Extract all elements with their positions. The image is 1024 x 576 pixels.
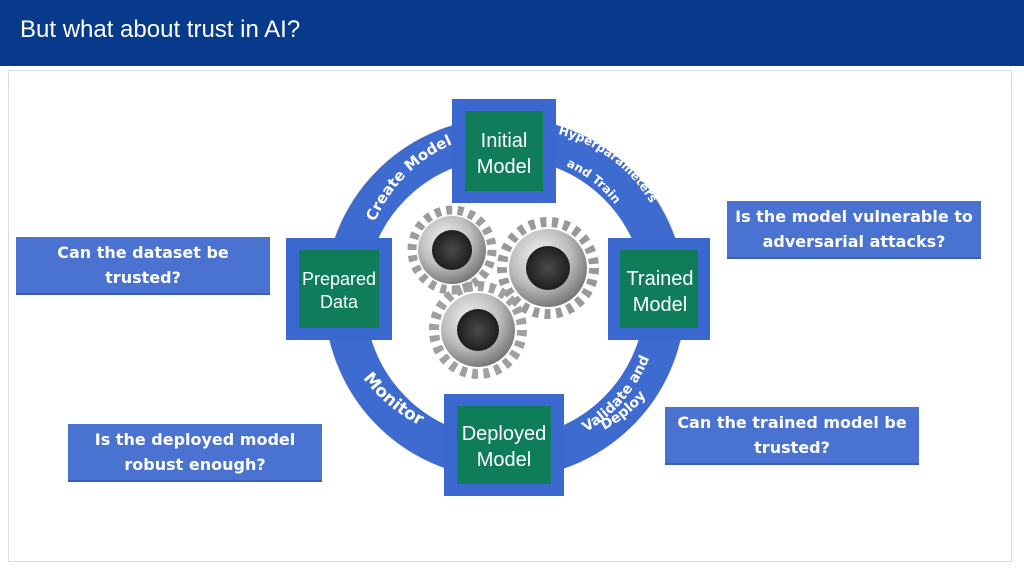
stage-label-line2: Model — [633, 294, 687, 316]
stage-label-line1: Initial — [481, 130, 528, 152]
question-trained-text: Can the trained model be trusted? — [677, 413, 907, 457]
stage-label-line2: Model — [477, 449, 531, 471]
question-deployed-text: Is the deployed model robust enough? — [94, 430, 296, 474]
question-dataset: Can the dataset be trusted? — [16, 237, 270, 295]
stage-label-line2: Model — [477, 156, 531, 178]
question-vulnerable: Is the model vulnerable to adversarial a… — [727, 201, 981, 259]
stage-prepared-data: Prepared Data — [286, 238, 392, 340]
question-trained: Can the trained model be trusted? — [665, 407, 919, 465]
gear-icon — [497, 217, 599, 319]
question-deployed: Is the deployed model robust enough? — [68, 424, 322, 482]
stage-trained-model: Trained Model — [608, 238, 710, 340]
stage-label-line1: Trained — [626, 268, 693, 290]
question-vulnerable-text: Is the model vulnerable to adversarial a… — [735, 207, 973, 251]
gears-image — [407, 205, 599, 379]
stage-deployed-model: Deployed Model — [444, 394, 564, 496]
question-dataset-text: Can the dataset be trusted? — [57, 243, 229, 287]
stage-label-line1: Deployed — [462, 423, 547, 445]
stage-label-line2: Data — [320, 292, 359, 312]
content-frame — [8, 70, 1012, 562]
header-bar: But what about trust in AI? — [0, 0, 1024, 66]
gear-icon — [407, 205, 497, 295]
slide-title: But what about trust in AI? — [20, 16, 301, 43]
gear-icon — [429, 281, 527, 379]
stage-initial-model: Initial Model — [452, 99, 556, 203]
stage-label-line1: Prepared — [302, 269, 376, 289]
